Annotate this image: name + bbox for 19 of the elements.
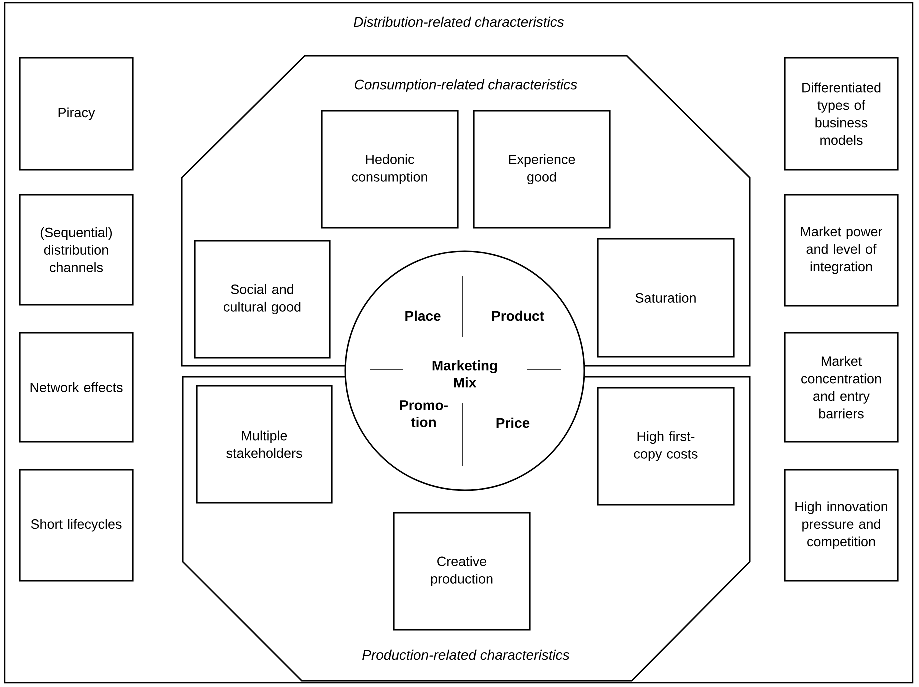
text-box: Saturation — [597, 238, 735, 358]
text-box: Multiple stakeholders — [196, 385, 333, 504]
text-box: Creative production — [393, 512, 531, 631]
quadrant-label: Place — [406, 310, 441, 322]
text-box: Differentiated types of business models — [784, 57, 899, 171]
quadrant-label: Promo- tion — [400, 400, 448, 428]
quadrant-label: Product — [492, 310, 544, 322]
text-box: High innovation pressure and competition — [784, 469, 899, 582]
text-box: Short lifecycles — [19, 469, 134, 582]
quadrant-label: Price — [496, 418, 530, 428]
text-box: Market power and level of integration — [784, 194, 899, 307]
text-box: High first-copy costs — [597, 387, 735, 506]
text-box: Experience good — [473, 110, 611, 229]
text-box: Market concentration and entry barriers — [784, 332, 899, 443]
text-box: Hedonic consumption — [321, 110, 459, 229]
text-box: Network effects — [19, 332, 134, 443]
text-box: (Sequential) distribution channels — [19, 194, 134, 306]
text-box: Social and cultural good — [194, 240, 331, 359]
text-box: Piracy — [19, 57, 134, 171]
